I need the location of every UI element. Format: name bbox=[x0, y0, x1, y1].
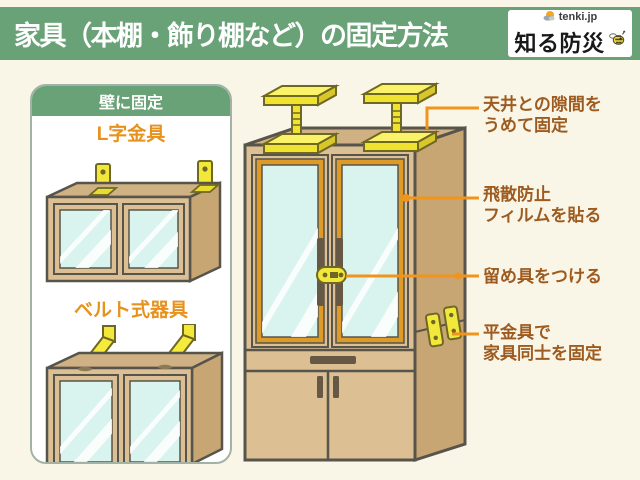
method-label-belt: ベルト式器具 bbox=[73, 300, 188, 321]
method-label-l-bracket: L字金具 bbox=[96, 124, 166, 145]
main-cabinet-illustration bbox=[243, 82, 467, 463]
weather-logo-icon bbox=[543, 10, 556, 25]
tenki-logo: tenki.jp 知る防災 bbox=[508, 10, 632, 57]
latch-hardware bbox=[316, 266, 347, 284]
wall-card-header: 壁に固定 bbox=[32, 86, 230, 116]
l-bracket-illustration bbox=[45, 160, 222, 283]
annotation-ceiling-gap: 天井との隙間を うめて固定 bbox=[483, 95, 602, 135]
annotation-flat-bracket: 平金具で 家具同士を固定 bbox=[483, 323, 602, 363]
belt-device-illustration bbox=[45, 324, 224, 462]
annotation-shatterproof-film: 飛散防止 フィルムを貼る bbox=[483, 185, 602, 225]
flat-bracket-hardware bbox=[425, 305, 462, 348]
wall-fixing-card: 壁に固定 L字金具 bbox=[30, 84, 232, 464]
annotation-latch: 留め具をつける bbox=[483, 267, 602, 286]
logo-name: 知る防災 bbox=[514, 30, 605, 56]
page-title: 家具（本棚・飾り棚など）の固定方法 bbox=[14, 21, 449, 51]
wall-card-header-label: 壁に固定 bbox=[98, 95, 163, 112]
tension-rod-hardware bbox=[260, 82, 440, 155]
bee-mascot-icon bbox=[607, 29, 626, 54]
logo-brand: tenki.jp bbox=[558, 11, 598, 23]
